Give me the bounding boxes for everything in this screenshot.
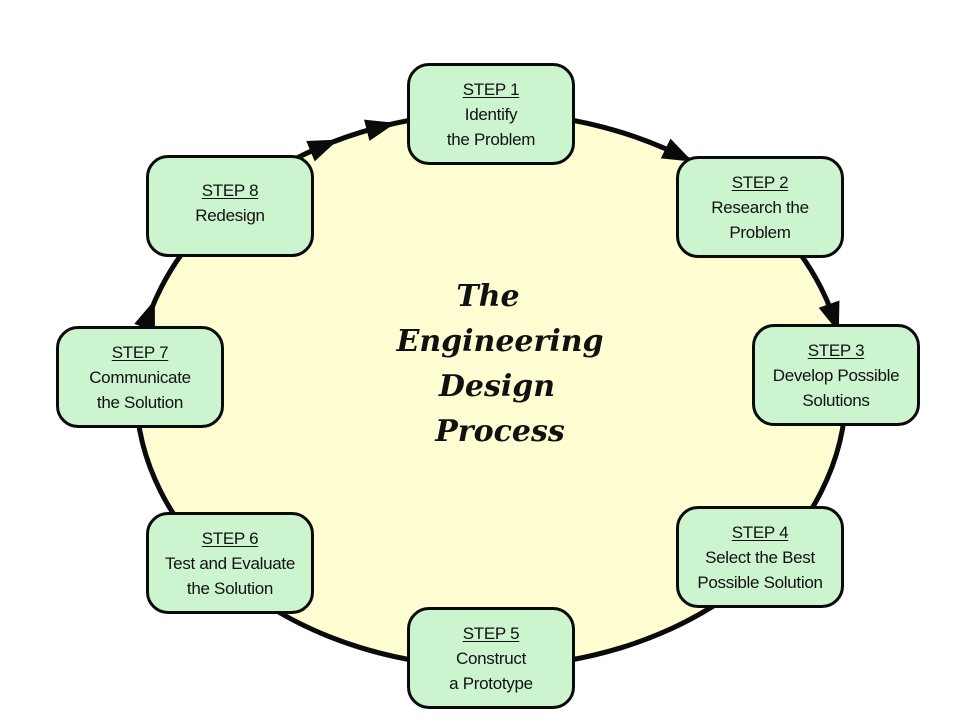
- step-1-line-2: the Problem: [446, 129, 536, 149]
- title-line-3: Design: [438, 369, 556, 404]
- step-1-box[interactable]: STEP 1 Identify the Problem: [407, 63, 575, 165]
- title-line-1: The: [456, 279, 520, 314]
- step-2-line-2: Problem: [729, 222, 791, 242]
- arrowhead-1: [364, 119, 396, 141]
- step-6-line-2: the Solution: [186, 578, 274, 598]
- step-5-line-1: Construct: [455, 648, 527, 668]
- step-4-box[interactable]: STEP 4 Select the Best Possible Solution: [676, 506, 844, 608]
- title-line-2: Engineering: [396, 324, 604, 359]
- step-7-line-2: the Solution: [96, 392, 184, 412]
- step-1-line-1: Identify: [464, 104, 518, 124]
- step-3-title: STEP 3: [807, 340, 865, 360]
- step-3-box[interactable]: STEP 3 Develop Possible Solutions: [752, 324, 920, 426]
- step-8-box[interactable]: STEP 8 Redesign: [146, 155, 314, 257]
- step-4-title: STEP 4: [731, 522, 789, 542]
- step-3-line-1: Develop Possible: [772, 365, 900, 385]
- step-6-line-1: Test and Evaluate: [164, 553, 296, 573]
- step-4-line-1: Select the Best: [705, 547, 815, 567]
- arrowhead-8: [306, 139, 339, 162]
- step-2-box[interactable]: STEP 2 Research the Problem: [676, 156, 844, 258]
- step-7-title: STEP 7: [111, 342, 169, 362]
- step-6-title: STEP 6: [201, 528, 259, 548]
- step-4-line-2: Possible Solution: [697, 572, 823, 592]
- step-1-title: STEP 1: [462, 79, 520, 99]
- step-5-box[interactable]: STEP 5 Construct a Prototype: [407, 607, 575, 709]
- step-7-line-1: Communicate: [89, 367, 191, 387]
- step-6-box[interactable]: STEP 6 Test and Evaluate the Solution: [146, 512, 314, 614]
- step-2-line-1: Research the: [711, 197, 809, 217]
- step-8-line-1: Redesign: [195, 206, 265, 225]
- step-7-box[interactable]: STEP 7 Communicate the Solution: [56, 326, 224, 428]
- arrowhead-7: [134, 299, 155, 332]
- arrowhead-2: [660, 138, 693, 162]
- step-5-line-2: a Prototype: [449, 673, 533, 693]
- step-3-line-2: Solutions: [802, 390, 870, 410]
- step-5-title: STEP 5: [462, 623, 520, 643]
- title-line-4: Process: [435, 414, 565, 449]
- step-8-title: STEP 8: [201, 181, 259, 200]
- step-2-title: STEP 2: [731, 172, 789, 192]
- diagram-title: The Engineering Design Process: [330, 274, 670, 454]
